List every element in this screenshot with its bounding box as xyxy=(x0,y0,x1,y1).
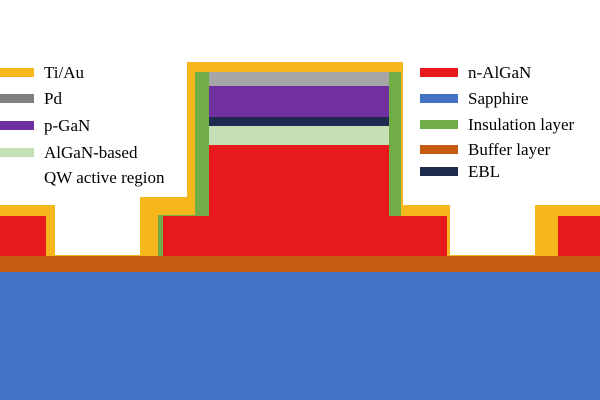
legend-right: n-AlGaN Sapphire Insulation layer Buffer… xyxy=(420,63,575,181)
legend-swatch-ebl xyxy=(420,167,458,176)
legend-label-sapphire: Sapphire xyxy=(468,89,528,108)
legend-item-p-gan: p-GaN xyxy=(0,116,90,135)
legend-swatch-n-algan xyxy=(420,68,458,77)
legend-swatch-buffer xyxy=(420,145,458,154)
n-algan-layer xyxy=(0,145,600,256)
legend-label-pd: Pd xyxy=(44,89,62,108)
legend-item-insulation: Insulation layer xyxy=(420,115,575,134)
legend-item-qw: AlGaN-based QW active region xyxy=(0,143,165,187)
buffer-layer xyxy=(0,256,600,272)
legend-swatch-qw xyxy=(0,148,34,157)
pd-layer xyxy=(209,72,389,86)
legend-label-qw-line1: AlGaN-based xyxy=(44,143,138,162)
legend-swatch-insulation xyxy=(420,120,458,129)
legend-swatch-pd xyxy=(0,94,34,103)
legend-item-n-algan: n-AlGaN xyxy=(420,63,531,82)
legend-swatch-sapphire xyxy=(420,94,458,103)
legend-label-ebl: EBL xyxy=(468,162,500,181)
legend-label-n-algan: n-AlGaN xyxy=(468,63,531,82)
legend-label-p-gan: p-GaN xyxy=(44,116,90,135)
legend-item-ti-au: Ti/Au xyxy=(0,63,85,82)
legend-item-sapphire: Sapphire xyxy=(420,89,528,108)
sapphire-substrate xyxy=(0,272,600,400)
legend-swatch-p-gan xyxy=(0,121,34,130)
legend-item-ebl: EBL xyxy=(420,162,500,181)
legend-label-buffer: Buffer layer xyxy=(468,140,551,159)
legend-left: Ti/Au Pd p-GaN AlGaN-based QW active reg… xyxy=(0,63,165,187)
p-gan-layer xyxy=(209,86,389,117)
legend-label-ti-au: Ti/Au xyxy=(44,63,85,82)
legend-item-pd: Pd xyxy=(0,89,62,108)
legend-item-buffer: Buffer layer xyxy=(420,140,551,159)
ebl-layer xyxy=(209,117,389,126)
legend-label-qw-line2: QW active region xyxy=(44,168,165,187)
legend-swatch-ti-au xyxy=(0,68,34,77)
legend-label-insulation: Insulation layer xyxy=(468,115,575,134)
qw-active-region-layer xyxy=(209,126,389,145)
